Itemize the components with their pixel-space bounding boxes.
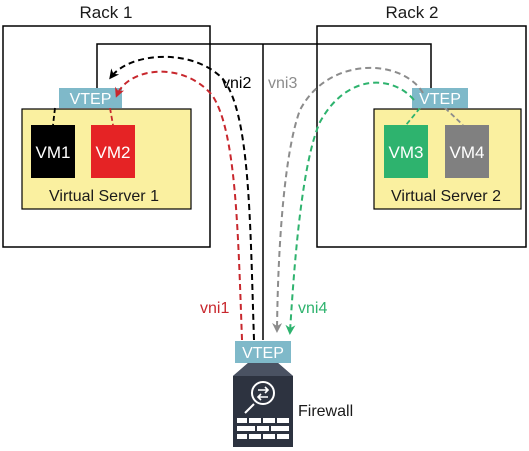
vm1-label: VM1 [36,143,71,162]
vm-vtep-links [52,107,464,126]
vtep-rack-2 [412,88,468,108]
vni3-label: vni3 [268,75,297,92]
vm2-box [91,125,135,178]
firewall-label: Firewall [298,403,353,420]
firewall-icon [233,363,293,447]
rack-1-box [2,25,211,248]
vtep-firewall-label: VTEP [242,345,284,362]
vtep-rack-2-label: VTEP [419,91,461,108]
rack-1-title: Rack 1 [80,3,133,22]
vm2-label: VM2 [96,143,131,162]
vm4-box [445,125,489,178]
vm3-box [384,125,428,178]
vtep-rack-1-label: VTEP [70,91,112,108]
vni2-tunnel [109,55,255,341]
vtep-firewall [235,341,291,363]
virtual-server-2-label: Virtual Server 2 [391,188,501,205]
vm1-box [31,125,75,178]
vni-tunnels [109,55,424,341]
virtual-server-1-label: Virtual Server 1 [49,188,159,205]
vni1-label: vni1 [200,300,229,317]
vm3-label: VM3 [389,143,424,162]
vni4-label: vni4 [298,300,327,317]
vni1-tunnel [115,70,243,341]
vni2-label: vni2 [222,75,251,92]
vtep-rack-1 [59,88,122,108]
vni4-tunnel [285,81,415,335]
rack-2-title: Rack 2 [386,3,439,22]
rack-2-box [316,25,527,248]
vm4-label: VM4 [450,143,485,162]
backbone-links [96,43,432,340]
vni3-tunnel [272,66,424,333]
